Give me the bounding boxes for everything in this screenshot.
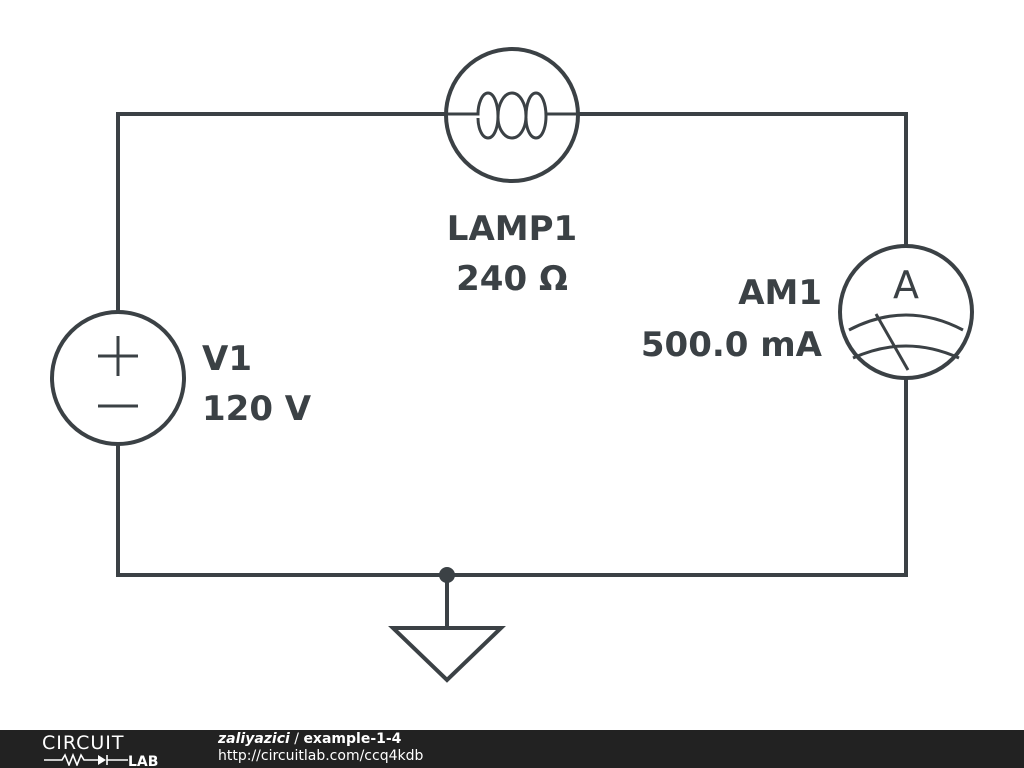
project-link[interactable]: example-1-4 [303,731,402,747]
junction-node [439,567,455,583]
source-value-label: 120 V [202,389,312,429]
user-link[interactable]: zaliyazici [218,731,290,747]
ground-symbol [388,626,506,683]
footer-bar: CIRCUIT LAB zaliyazici / example-1-4 htt… [0,730,1024,768]
source-name-label: V1 [202,339,252,379]
ammeter-name-label: AM1 [738,273,822,313]
wire-left-bottom [116,442,449,577]
lamp-symbol [444,47,580,183]
circuit-diagram: LAMP1 240 Ω A AM1 500.0 mA V1 120 V [50,47,974,683]
wire-top-right [576,112,908,248]
wires [116,112,908,630]
wire-right-bottom [445,376,908,577]
svg-text:CIRCUIT: CIRCUIT [42,732,125,754]
path-separator: / [289,731,304,747]
svg-text:LAB: LAB [128,754,158,766]
project-url[interactable]: http://circuitlab.com/ccq4kdb [218,748,424,764]
ammeter-symbol-letter: A [893,263,919,307]
lamp-value-label: 240 Ω [456,259,568,299]
footer-text: zaliyazici / example-1-4 http://circuitl… [218,731,423,765]
ammeter-value-label: 500.0 mA [641,325,823,365]
project-path: zaliyazici / example-1-4 [218,731,423,748]
wire-left-top [116,112,448,314]
lamp-name-label: LAMP1 [447,209,577,249]
circuitlab-logo[interactable]: CIRCUIT LAB [40,732,180,766]
voltage-source-symbol [50,310,186,446]
ammeter-symbol: A [838,244,974,380]
